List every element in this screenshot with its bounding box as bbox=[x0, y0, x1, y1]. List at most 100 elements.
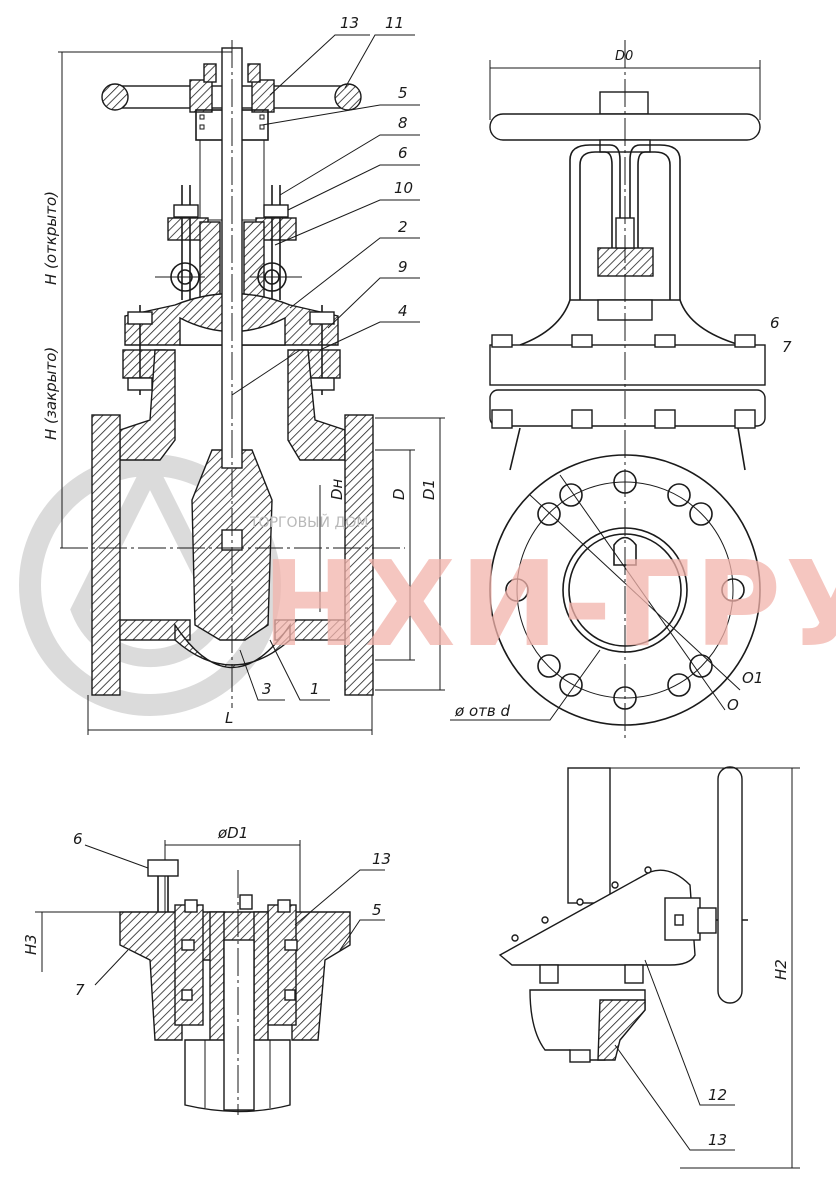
dim-d0: D0 bbox=[615, 49, 633, 64]
drawing-stroke bbox=[277, 899, 291, 913]
drawing-stroke bbox=[689, 502, 713, 526]
drawing-stroke bbox=[569, 1049, 591, 1063]
callout-13-detail: 13 bbox=[372, 850, 391, 868]
callout-6-detail: 6 bbox=[73, 830, 83, 848]
drawing-stroke bbox=[637, 151, 671, 300]
drawing-stroke bbox=[287, 164, 420, 211]
body-flange bbox=[489, 389, 766, 427]
drawing-stroke bbox=[559, 483, 583, 507]
gear-view-labels: 12 13 H2 bbox=[708, 959, 790, 1149]
callout-6: 6 bbox=[398, 144, 408, 162]
gearbox-housing bbox=[498, 869, 696, 966]
drawing-stroke bbox=[147, 859, 179, 877]
drawing-stroke bbox=[94, 949, 129, 986]
dim-h-closed: H (закрыто) bbox=[42, 347, 60, 440]
drawing-stroke bbox=[19, 454, 281, 716]
drawing-stroke bbox=[289, 237, 420, 309]
drawing-stroke bbox=[267, 904, 297, 1026]
callout-8: 8 bbox=[398, 114, 408, 132]
drawing-stroke bbox=[559, 673, 583, 697]
callout-2: 2 bbox=[398, 218, 408, 236]
drawing-stroke bbox=[261, 104, 420, 126]
drawing-stroke bbox=[539, 964, 559, 984]
drawing-stroke bbox=[199, 124, 205, 130]
dim-o: O bbox=[727, 696, 739, 714]
drawing-stroke bbox=[199, 221, 221, 303]
gear-actuator-view bbox=[498, 766, 800, 1169]
callout-7-side: 7 bbox=[782, 338, 792, 356]
drawing-stroke bbox=[184, 899, 198, 913]
drawing-stroke bbox=[654, 334, 676, 348]
drawing-stroke bbox=[259, 124, 265, 130]
side-view-labels: D0 6 7 O1 O ø отв d bbox=[454, 49, 792, 720]
drawing-stroke bbox=[611, 881, 619, 889]
dim-h3: H3 bbox=[22, 934, 40, 955]
drawing-stroke bbox=[269, 34, 370, 96]
watermark-brand: НХИ-ГРУПП bbox=[262, 535, 836, 673]
watermark: НХИ-ГРУПП ТОРГОВЫЙ ДОМ bbox=[249, 513, 836, 673]
drawing-stroke bbox=[284, 939, 298, 951]
drawing-stroke bbox=[344, 34, 415, 89]
drawing-stroke bbox=[209, 911, 225, 1043]
drawing-stroke bbox=[319, 321, 420, 351]
dim-o1: O1 bbox=[742, 669, 763, 687]
drawing-stroke bbox=[174, 622, 291, 669]
callout-10: 10 bbox=[394, 179, 413, 197]
drawing-stroke bbox=[576, 898, 584, 906]
front-view-labels: 13 11 5 8 6 10 2 9 4 3 1 H (открыто) H (… bbox=[42, 14, 438, 727]
drawing-stroke bbox=[571, 409, 593, 429]
drawing-stroke bbox=[263, 204, 289, 218]
drawing-stroke bbox=[491, 334, 513, 348]
drawing-stroke bbox=[537, 654, 561, 678]
drawing-stroke bbox=[537, 502, 561, 526]
drawing-stroke bbox=[239, 894, 253, 910]
drawing-stroke bbox=[119, 349, 176, 461]
drawing-stroke bbox=[274, 199, 420, 246]
drawing-stroke bbox=[737, 427, 746, 471]
drawing-stroke bbox=[174, 904, 204, 1026]
drawing-stroke bbox=[644, 959, 735, 1106]
callout-11: 11 bbox=[385, 14, 404, 32]
bonnet-flange bbox=[489, 344, 766, 386]
drawing-stroke bbox=[239, 649, 285, 701]
drawing-stroke bbox=[259, 114, 265, 120]
hub-left bbox=[189, 79, 213, 113]
drawing-stroke bbox=[181, 989, 193, 1001]
right-flange bbox=[344, 414, 374, 696]
drawing-stroke bbox=[569, 144, 621, 300]
callout-7-detail: 7 bbox=[75, 981, 85, 999]
drawing-stroke bbox=[247, 63, 261, 83]
callout-5-detail: 5 bbox=[372, 901, 382, 919]
drawing-stroke bbox=[243, 221, 265, 303]
drawing-stroke bbox=[613, 536, 637, 566]
drawing-stroke bbox=[597, 999, 646, 1061]
drawing-stroke bbox=[491, 409, 513, 429]
drawing-stroke bbox=[674, 914, 684, 926]
drawing-stroke bbox=[571, 334, 593, 348]
drawing-stroke bbox=[734, 334, 756, 348]
drawing-stroke bbox=[509, 427, 521, 471]
drawing-stroke bbox=[284, 989, 296, 1001]
drawing-stroke bbox=[697, 907, 717, 934]
drawing-stroke bbox=[644, 866, 652, 874]
drawing-stroke bbox=[505, 578, 529, 602]
drawing-stroke bbox=[309, 311, 335, 325]
gear-column bbox=[567, 767, 611, 904]
callout-9: 9 bbox=[398, 258, 408, 276]
dim-od1: øD1 bbox=[217, 824, 248, 842]
left-flange bbox=[91, 414, 121, 696]
drawing-stroke bbox=[689, 654, 713, 678]
handwheel-section-right bbox=[334, 83, 362, 111]
handwheel-section-left bbox=[101, 83, 129, 111]
dim-d1: D1 bbox=[420, 479, 438, 500]
drawing-stroke bbox=[253, 911, 269, 1043]
drawing-stroke bbox=[127, 311, 153, 325]
drawing-stroke bbox=[223, 939, 255, 1111]
dim-l: L bbox=[225, 709, 233, 727]
drawing-stroke bbox=[511, 934, 519, 942]
drawing-stroke bbox=[654, 409, 676, 429]
dim-h-open: H (открыто) bbox=[42, 191, 60, 285]
drawing-stroke bbox=[181, 939, 195, 951]
drawing-stroke bbox=[203, 63, 217, 83]
